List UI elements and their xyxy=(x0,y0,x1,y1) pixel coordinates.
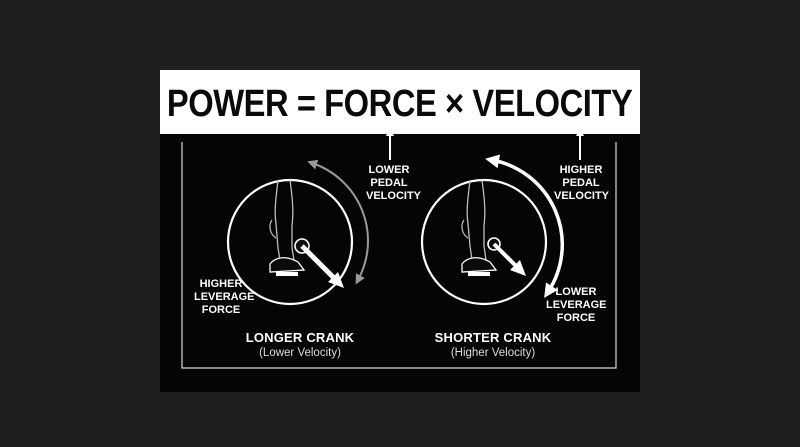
left-rotation-arc-icon xyxy=(307,159,369,285)
left-leg-silhouette-icon xyxy=(274,179,281,261)
right-subcaption: (Higher Velocity) xyxy=(450,347,536,359)
left-shoe-icon xyxy=(269,257,306,273)
right-force-label: LOWER LEVERAGE FORCE xyxy=(546,286,607,325)
left-velocity-line-1: LOWER xyxy=(368,164,410,176)
left-pedal-icon xyxy=(276,272,298,276)
right-shoe-icon xyxy=(461,257,498,273)
right-wheel xyxy=(420,154,564,306)
left-force-line-1: HIGHER xyxy=(199,278,243,290)
right-leg-silhouette-icon xyxy=(466,179,473,261)
right-force-line-1: LOWER xyxy=(555,286,597,298)
frame-border xyxy=(181,142,617,369)
right-crank-arrow-icon xyxy=(492,242,518,268)
left-velocity-label: LOWER PEDAL VELOCITY xyxy=(366,164,422,203)
left-wheel xyxy=(226,159,369,306)
right-rotation-arc-icon xyxy=(485,154,564,298)
left-velocity-line-2: PEDAL xyxy=(370,177,408,189)
right-velocity-line-3: VELOCITY xyxy=(554,190,610,202)
right-force-line-2: LEVERAGE xyxy=(546,299,607,311)
right-velocity-label: HIGHER PEDAL VELOCITY xyxy=(554,164,610,203)
left-velocity-line-3: VELOCITY xyxy=(366,190,422,202)
right-caption: SHORTER CRANK xyxy=(434,330,552,345)
right-velocity-line-2: PEDAL xyxy=(562,177,600,189)
diagram-drawing xyxy=(181,128,617,369)
diagram-panel: POWER = FORCE × VELOCITY xyxy=(160,70,640,392)
right-pedal-icon xyxy=(468,272,490,276)
diagram-title: POWER = FORCE × VELOCITY xyxy=(167,82,633,125)
right-force-line-3: FORCE xyxy=(556,312,596,324)
left-subcaption: (Lower Velocity) xyxy=(259,347,341,359)
left-force-line-2: LEVERAGE xyxy=(194,291,255,303)
left-crank-arrow-icon xyxy=(300,244,337,281)
left-force-line-3: FORCE xyxy=(201,304,241,316)
title-bar: POWER = FORCE × VELOCITY xyxy=(160,70,640,134)
right-velocity-line-1: HIGHER xyxy=(559,164,603,176)
left-force-label: HIGHER LEVERAGE FORCE xyxy=(194,278,255,317)
left-caption: LONGER CRANK xyxy=(245,330,355,345)
